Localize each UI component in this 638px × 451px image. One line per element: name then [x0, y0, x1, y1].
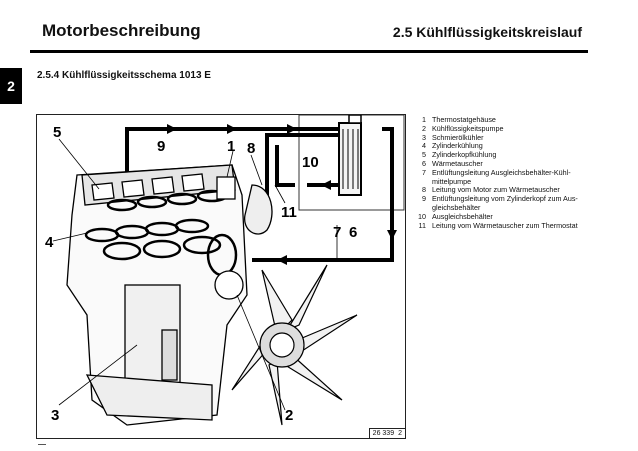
- page-header-title: Motorbeschreibung: [42, 21, 201, 40]
- thermostat-pump: [214, 176, 273, 300]
- legend-item: 2 Kühlflüssigkeitspumpe: [412, 123, 592, 134]
- figure-ref-suffix: 2: [398, 430, 402, 437]
- callout-8: 8: [247, 140, 255, 157]
- legend-item: 5 Zylinderkopfkühlung: [412, 150, 592, 160]
- expansion-tank-cap: [348, 115, 362, 124]
- engine-drawing: 5 9 1 8 10 11 7 6 4 3 2: [45, 115, 405, 426]
- coolant-diagram-figure: 5 9 1 8 10 11 7 6 4 3 2 26 339 2: [36, 114, 406, 439]
- page-corner-mark: [38, 444, 46, 445]
- cylinder-rings: [84, 189, 238, 277]
- legend-text: Zylinderkopfkühlung: [432, 150, 497, 160]
- legend-num: 10: [418, 211, 426, 221]
- legend-item: 8 Leitung vom Motor zum Wärmetauscher: [412, 186, 592, 195]
- legend-num: 7: [422, 167, 426, 177]
- callout-2: 2: [285, 407, 293, 424]
- legend-num: 11: [418, 220, 426, 230]
- legend-num: 2: [422, 123, 426, 133]
- legend-text: Wärmetauscher: [432, 158, 483, 168]
- legend-text: Leitung vom Wärmetauscher zum Thermostat: [432, 220, 578, 230]
- legend-item: 4 Zylinderkühlung: [412, 142, 592, 151]
- legend-item: 9 Entlüftungsleitung vom Zylinderkopf zum…: [412, 194, 592, 213]
- legend-num: 8: [422, 185, 426, 195]
- legend-item: 3 Schmierölkühler: [412, 132, 592, 143]
- callout-11: 11: [281, 204, 297, 221]
- legend-num: 6: [422, 158, 426, 168]
- legend-item: 1 Thermostatgehäuse: [412, 115, 592, 125]
- legend-text: Entlüftungsleitung vom Zylinderkopf zum …: [432, 194, 578, 212]
- callout-9: 9: [157, 138, 165, 155]
- legend-num: 9: [422, 194, 426, 204]
- legend-text: Thermostatgehäuse: [432, 115, 496, 124]
- leader-lines: [52, 138, 338, 411]
- legend-text: Ausgleichsbehälter: [432, 211, 493, 221]
- legend-item: 11 Leitung vom Wärmetauscher zum Thermost…: [412, 220, 592, 231]
- fan: [231, 264, 358, 426]
- legend-num: 4: [422, 141, 426, 151]
- parts-legend: 1 Thermostatgehäuse 2 Kühlflüssigkeitspump…: [412, 115, 592, 231]
- flow-arrows: [167, 124, 397, 265]
- inset-frame: [298, 115, 405, 211]
- legend-text: Zylinderkühlung: [432, 141, 483, 151]
- legend-num: 5: [422, 150, 426, 160]
- legend-num: 1: [422, 115, 426, 124]
- figure-ref-number: 26 339: [372, 430, 395, 437]
- section-title: 2.5 Kühlflüssigkeitskreislauf: [392, 24, 582, 40]
- legend-text: Kühlflüssigkeitspumpe: [432, 123, 504, 133]
- header-rule: [30, 50, 588, 53]
- legend-num: 3: [422, 132, 426, 142]
- callout-5: 5: [53, 124, 61, 141]
- legend-text: Entlüftungsleitung Ausgleichsbehälter-Kü…: [432, 167, 571, 186]
- legend-item: 7 Entlüftungsleitung Ausgleichsbehälter-K…: [412, 167, 592, 187]
- chapter-tab: 2: [0, 68, 22, 104]
- callout-7: 7: [333, 224, 341, 241]
- callout-10: 10: [302, 154, 319, 171]
- legend-item: 10 Ausgleichsbehälter: [412, 211, 592, 222]
- subsection-heading: 2.5.4 Kühlflüssigkeitsschema 1013 E: [37, 70, 211, 81]
- legend-text: Leitung vom Motor zum Wärmetauscher: [432, 185, 560, 195]
- legend-item: 6 Wärmetauscher: [412, 158, 592, 169]
- callout-6: 6: [349, 224, 357, 241]
- callout-1: 1: [227, 138, 235, 155]
- figure-reference: 26 339 2: [368, 428, 405, 438]
- callout-4: 4: [45, 234, 54, 251]
- legend-text: Schmierölkühler: [432, 132, 484, 142]
- callout-3: 3: [51, 407, 59, 424]
